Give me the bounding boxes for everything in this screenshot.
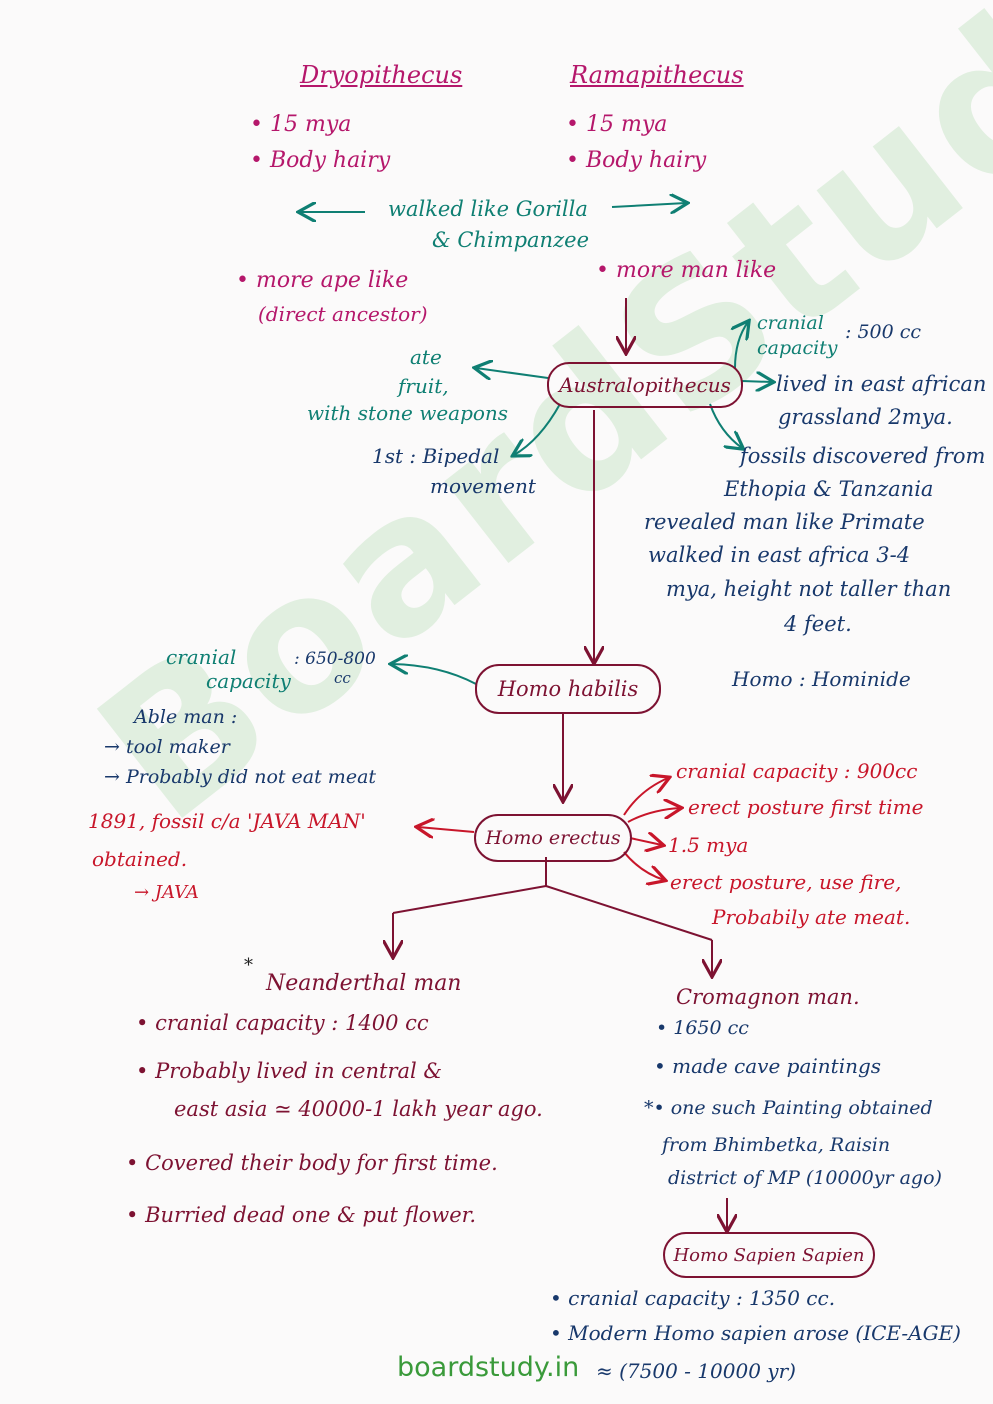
homo-habilis-node: Homo habilis	[475, 664, 661, 714]
dryopithecus-title: Dryopithecus	[300, 61, 463, 89]
homo-habilis-cranial-2: capacity	[206, 669, 291, 693]
arrow-erectus-c1	[623, 778, 668, 816]
australopithecus-fossil-5: mya, height not taller than	[666, 577, 952, 601]
neanderthal-point-2a: Probably lived in central &	[136, 1059, 442, 1083]
australopithecus-fossil-3: revealed man like Primate	[644, 510, 925, 534]
australopithecus-cranial-1: cranial	[757, 312, 824, 334]
ramapithecus-note-1: more man like	[596, 258, 776, 283]
footer-url: boardstudy.in	[397, 1352, 580, 1383]
arrow-habilis-cranial	[392, 664, 477, 685]
homo-erectus-java-2: obtained.	[92, 847, 188, 871]
homo-sapien-label: Homo Sapien Sapien	[673, 1244, 865, 1266]
neanderthal-star: *	[244, 955, 253, 976]
australopithecus-fossil-4: walked in east africa 3-4	[648, 543, 911, 567]
australopithecus-bipedal-2: movement	[430, 474, 536, 498]
cromagnon-point-3a: *• one such Painting obtained	[644, 1097, 933, 1119]
dryopithecus-note-1: more ape like	[236, 268, 408, 293]
australopithecus-ate-3: with stone weapons	[307, 401, 509, 425]
homo-hominide-note: Homo : Hominide	[732, 667, 911, 691]
homo-habilis-point-2: → Probably did not eat meat	[104, 766, 377, 788]
dryopithecus-point-2: Body hairy	[250, 148, 390, 173]
homo-sapien-point-1: cranial capacity : 1350 cc.	[550, 1287, 835, 1310]
homo-erectus-feature-1: cranial capacity : 900cc	[676, 759, 918, 783]
neanderthal-point-4: Burried dead one & put flower.	[126, 1203, 476, 1227]
homo-erectus-feature-4: erect posture, use fire,	[670, 870, 902, 894]
australopithecus-lived-2: grassland 2mya.	[778, 405, 953, 429]
arrow-erectus-java	[418, 827, 475, 832]
cromagnon-title: Cromagnon man.	[676, 985, 860, 1009]
arrow-austral-fossils	[709, 403, 742, 448]
ramapithecus-point-1: 15 mya	[566, 112, 667, 137]
arrow-austral-cranial	[735, 322, 748, 369]
homo-erectus-feature-5: Probabily ate meat.	[712, 905, 911, 929]
homo-sapien-point-2: Modern Homo sapien arose (ICE-AGE)	[550, 1322, 961, 1345]
neanderthal-point-2b: east asia ≃ 40000-1 lakh year ago.	[174, 1097, 543, 1121]
arrow-austral-bipedal	[514, 403, 561, 455]
australopithecus-fossil-6: 4 feet.	[784, 612, 852, 636]
homo-habilis-cranial-unit: cc	[334, 669, 351, 687]
homo-erectus-feature-3: 1.5 mya	[668, 833, 749, 857]
homo-sapien-point-3: ≈ (7500 - 10000 yr)	[596, 1359, 796, 1383]
ramapithecus-point-2: Body hairy	[566, 148, 706, 173]
arrow-erectus-c2	[627, 808, 680, 823]
australopithecus-cranial-2: capacity	[757, 337, 838, 359]
australopithecus-ate-2: fruit,	[398, 374, 449, 398]
australopithecus-cranial-value: : 500 cc	[845, 321, 922, 343]
cromagnon-point-3b: from Bhimbetka, Raisin	[662, 1134, 891, 1156]
neanderthal-title: Neanderthal man	[266, 971, 462, 996]
homo-sapien-node: Homo Sapien Sapien	[663, 1232, 875, 1278]
arrow-right-walked	[611, 203, 686, 207]
arrow-erectus-c4	[623, 851, 664, 880]
australopithecus-fossil-2: Ethopia & Tanzania	[724, 477, 934, 501]
homo-habilis-cranial-1: cranial	[166, 645, 237, 669]
homo-erectus-node: Homo erectus	[474, 814, 632, 862]
cromagnon-point-2: made cave paintings	[654, 1055, 881, 1078]
line-split-left	[392, 885, 547, 914]
shared-walked-2: & Chimpanzee	[432, 228, 589, 252]
australopithecus-lived-1: lived in east african	[776, 372, 987, 396]
australopithecus-bipedal-1: 1st : Bipedal	[372, 444, 500, 468]
australopithecus-ate-1: ate	[410, 345, 442, 369]
homo-erectus-java-3: → JAVA	[134, 882, 199, 903]
line-split-right	[545, 885, 713, 941]
homo-habilis-label: Homo habilis	[497, 677, 639, 701]
arrow-austral-ate	[476, 368, 549, 378]
cromagnon-point-1: 1650 cc	[656, 1017, 749, 1040]
arrow-austral-lived	[741, 381, 772, 382]
arrow-erectus-c3	[629, 838, 662, 845]
homo-erectus-feature-2: erect posture first time	[688, 795, 924, 819]
dryopithecus-point-1: 15 mya	[250, 112, 351, 137]
australopithecus-fossil-1: fossils discovered from	[740, 444, 986, 468]
australopithecus-node: Australopithecus	[547, 362, 743, 408]
homo-erectus-java-1: 1891, fossil c/a 'JAVA MAN'	[88, 809, 366, 833]
dryopithecus-note-2: (direct ancestor)	[258, 302, 428, 326]
australopithecus-label: Australopithecus	[559, 373, 731, 397]
homo-erectus-label: Homo erectus	[485, 827, 621, 849]
cromagnon-point-3c: district of MP (10000yr ago)	[668, 1167, 942, 1189]
ramapithecus-title: Ramapithecus	[570, 61, 744, 89]
homo-habilis-point-1: → tool maker	[104, 736, 230, 758]
neanderthal-point-3: Covered their body for first time.	[126, 1151, 498, 1175]
shared-walked-1: walked like Gorilla	[388, 197, 588, 221]
neanderthal-point-1: cranial capacity : 1400 cc	[136, 1011, 429, 1035]
homo-habilis-ableman: Able man :	[134, 706, 238, 728]
homo-habilis-cranial-value: : 650-800	[294, 649, 376, 669]
